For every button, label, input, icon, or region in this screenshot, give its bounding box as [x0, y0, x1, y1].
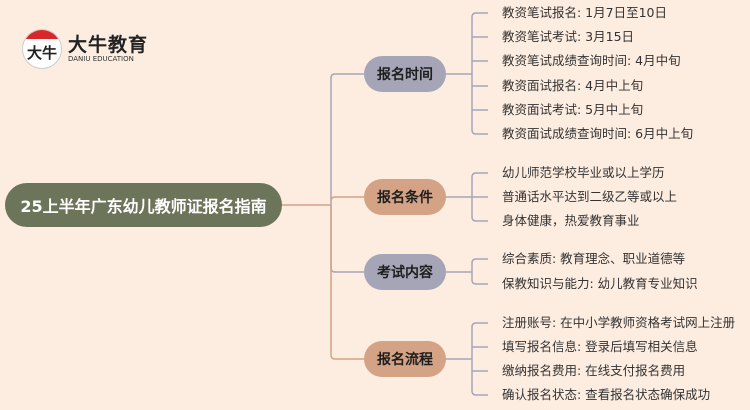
logo-mark-text: 大牛 [26, 43, 57, 62]
logo-mark-icon: 大牛 [22, 29, 62, 69]
leaf-item: 注册账号: 在中小学教师资格考试网上注册 [502, 315, 736, 330]
leaf-item: 教资笔试报名: 1月7日至10日 [502, 5, 667, 20]
root-node[interactable]: 25上半年广东幼儿教师证报名指南 [5, 183, 282, 227]
leaf-item: 教资笔试考试: 3月15日 [502, 29, 635, 44]
branch-registration-conditions[interactable]: 报名条件 [364, 179, 446, 215]
logo-name: 大牛教育 [68, 33, 149, 56]
leaf-item: 综合素质: 教育理念、职业道德等 [502, 251, 686, 266]
leaf-item: 身体健康，热爱教育事业 [502, 213, 640, 228]
branch-registration-time[interactable]: 报名时间 [364, 56, 446, 92]
leaf-item: 保教知识与能力: 幼儿教育专业知识 [502, 276, 698, 291]
logo-subtitle: DANIU EDUCATION [68, 54, 134, 63]
leaf-item: 教资面试成绩查询时间: 6月中上旬 [502, 126, 694, 141]
leaf-item: 教资笔试成绩查询时间: 4月中旬 [502, 53, 681, 68]
leaf-item: 确认报名状态: 查看报名状态确保成功 [502, 387, 711, 402]
leaf-item: 填写报名信息: 登录后填写相关信息 [502, 339, 698, 354]
leaf-item: 教资面试报名: 4月中上旬 [502, 78, 644, 93]
leaf-item: 教资面试考试: 5月中上旬 [502, 102, 644, 117]
branch-registration-process[interactable]: 报名流程 [364, 341, 446, 377]
logo: 大牛 大牛教育 DANIU EDUCATION [22, 29, 148, 69]
leaf-item: 普通话水平达到二级乙等或以上 [502, 189, 678, 204]
leaf-item: 缴纳报名费用: 在线支付报名费用 [502, 363, 686, 378]
branch-exam-content[interactable]: 考试内容 [364, 254, 446, 290]
leaf-item: 幼儿师范学校毕业或以上学历 [502, 165, 665, 180]
